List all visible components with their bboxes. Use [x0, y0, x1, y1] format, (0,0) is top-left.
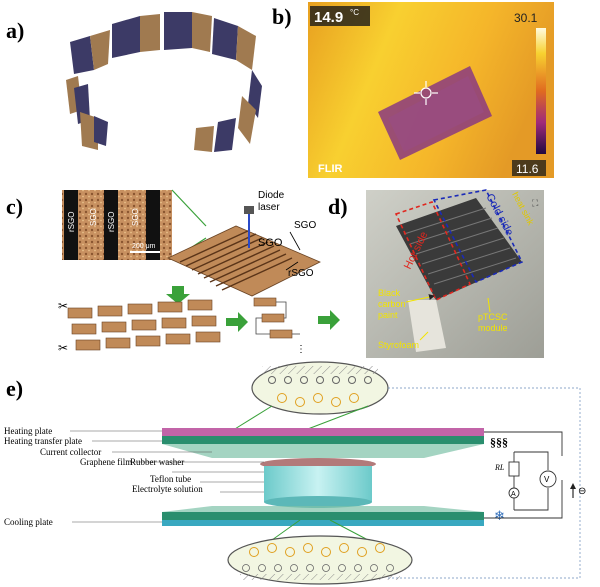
callout-electrolyte-solution: Electrolyte solution	[132, 484, 203, 494]
scale-min: 11.6	[516, 162, 539, 176]
voltmeter-icon	[539, 470, 557, 488]
panel-d-label: d)	[328, 194, 348, 219]
cut-grid	[67, 299, 221, 351]
temperature-unit: °C	[350, 8, 359, 17]
circuit	[484, 431, 563, 519]
cold-icon: ❄	[494, 508, 505, 523]
callout-cooling-plate: Cooling plate	[4, 517, 53, 527]
panel-b: b) 14.9 °C 30.1 11.6 FLIR	[272, 2, 554, 178]
ring-segment	[94, 116, 108, 146]
cooling-plate	[162, 512, 484, 520]
micro-label-rsgo-1: rSGO	[67, 212, 76, 232]
rsgo-arrow-label: rSGO	[288, 268, 314, 279]
temperature-reading: 14.9	[314, 9, 343, 26]
ellipsis-icon: ⋮	[296, 344, 306, 355]
arrow-right-icon	[226, 312, 248, 332]
scale-bar-label: 200 μm	[132, 243, 156, 250]
ring-segment	[112, 16, 140, 58]
micro-label-rsgo-2: rSGO	[107, 212, 116, 232]
ring-segment	[192, 12, 212, 52]
hot-side-box	[394, 201, 472, 302]
styrofoam-block	[408, 300, 446, 352]
voltmeter-label: V	[544, 475, 550, 484]
resistor-label: RL	[494, 463, 505, 472]
callout-rubber-washer: Rubber washer	[130, 457, 184, 467]
scissors-icon: ✂	[58, 341, 68, 355]
bottom-magnified-view	[227, 535, 413, 585]
callout-graphene-film: Graphene film	[80, 457, 132, 467]
ammeter-icon	[508, 487, 520, 499]
sgo-sheet	[167, 225, 321, 297]
scissors-icon: ✂	[58, 299, 68, 313]
ring-segment	[90, 30, 110, 70]
color-scale-bar	[536, 28, 546, 154]
flir-logo: FLIR	[318, 163, 342, 175]
ring-segment	[164, 12, 192, 50]
load-resistor	[508, 461, 520, 477]
callout-current-collector: Current collector	[40, 447, 101, 457]
heat-icon: §§§	[490, 435, 508, 449]
diode-laser-icon	[244, 206, 254, 214]
arrow-down-icon	[166, 286, 190, 304]
styrofoam-label: Styrofoam	[378, 340, 419, 350]
ring-segment	[140, 14, 160, 52]
ring-segment	[236, 26, 256, 70]
laser-lines	[179, 229, 293, 291]
micro-label-sgo-1: SGO	[89, 208, 98, 226]
heating-transfer-plate	[162, 436, 484, 444]
callout-heating-transfer-plate: Heating transfer plate	[4, 436, 82, 446]
ring-segment	[214, 118, 236, 152]
cold-side-box	[432, 189, 524, 284]
arrow-right-icon	[318, 310, 340, 330]
top-magnified-view	[251, 361, 389, 415]
panel-e-label: e)	[6, 376, 23, 401]
ring-segment	[212, 18, 238, 60]
ring-segment	[80, 112, 98, 150]
thermoelectric-ring	[66, 12, 262, 152]
micro-label-sgo-2: SGO	[131, 208, 140, 226]
ring-segment	[194, 126, 214, 152]
ring-segment	[70, 36, 94, 74]
panel-c-label: c)	[6, 194, 23, 219]
heating-plate	[162, 428, 484, 436]
callout-heating-plate: Heating plate	[4, 426, 52, 436]
ammeter-label: A	[511, 491, 516, 498]
panel-b-label: b)	[272, 4, 292, 29]
callout-teflon-tube: Teflon tube	[150, 474, 191, 484]
current-symbol: ⊖	[578, 486, 586, 497]
expand-icon: ⛶	[531, 198, 539, 208]
panel-a: a)	[6, 12, 262, 152]
sgo-arrow-label: SGO	[294, 220, 316, 231]
panel-a-label: a)	[6, 18, 24, 43]
scale-max: 30.1	[514, 11, 538, 25]
panel-c: c) rSGO SGO rSGO SGO 200 μm Diode	[6, 189, 340, 355]
crosshair-icon	[414, 81, 438, 105]
sgo-main-label: SGO	[258, 237, 283, 249]
panel-e: e)	[4, 361, 586, 585]
ring-segment	[238, 96, 256, 144]
